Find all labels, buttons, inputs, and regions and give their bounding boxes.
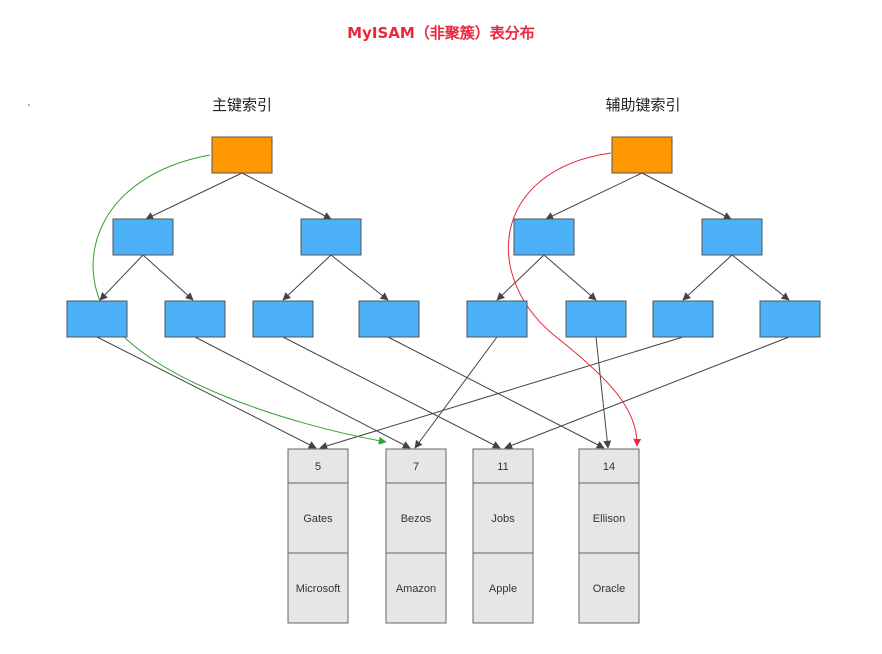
secondary-search-path (507, 152, 642, 447)
primary-index-label: 主键索引 (212, 96, 272, 114)
record-company: Microsoft (296, 583, 341, 595)
edge (682, 254, 733, 301)
record-id: 14 (603, 461, 615, 473)
record-id-cell (472, 448, 534, 484)
record-company: Apple (489, 583, 517, 595)
primary-leaf-node (164, 300, 226, 338)
primary-root-node (211, 136, 273, 174)
secondary-leaf-node (652, 300, 714, 338)
record-1: 7 Bezos Amazon (385, 448, 447, 624)
secondary-leaf-node (759, 300, 821, 338)
record-3: 14 Ellison Oracle (578, 448, 640, 624)
record-id: 7 (413, 461, 419, 473)
edge (496, 254, 545, 301)
edge (387, 336, 605, 449)
edge (731, 254, 790, 301)
leaf-record-edges (96, 336, 790, 450)
record-id: 11 (497, 461, 508, 473)
record-company-cell (287, 552, 349, 624)
primary-internal-node (112, 218, 174, 256)
primary-leaf-node (252, 300, 314, 338)
secondary-leaf-node (466, 300, 528, 338)
record-name: Jobs (491, 513, 515, 525)
edge (641, 172, 732, 220)
diagram-title: MyISAM（非聚簇）表分布 (347, 24, 535, 42)
edge (282, 254, 332, 301)
edge (414, 336, 498, 449)
record-id-cell (287, 448, 349, 484)
record-0: 5 Gates Microsoft (287, 448, 349, 624)
edge (241, 172, 332, 220)
stray-dot (28, 104, 30, 106)
secondary-tree-edges (496, 172, 790, 301)
edge (194, 336, 411, 449)
record-company-cell (578, 552, 640, 624)
secondary-internal-node (513, 218, 575, 256)
record-name-cell (472, 482, 534, 554)
record-id: 5 (315, 461, 321, 473)
edge (330, 254, 389, 301)
record-name: Gates (303, 513, 333, 525)
record-company-cell (385, 552, 447, 624)
primary-internal-node (300, 218, 362, 256)
record-2: 11 Jobs Apple (472, 448, 534, 624)
record-name-cell (287, 482, 349, 554)
record-name: Ellison (593, 513, 625, 525)
edge (543, 254, 597, 301)
edge (142, 254, 194, 301)
edge (595, 336, 612, 449)
secondary-index-label: 辅助键索引 (605, 96, 680, 114)
record-id-cell (578, 448, 640, 484)
edge (504, 336, 790, 450)
record-name-cell (578, 482, 640, 554)
edge (99, 254, 144, 301)
record-id-cell (385, 448, 447, 484)
record-name: Bezos (401, 513, 432, 525)
primary-tree-edges (99, 172, 389, 301)
record-company-cell (472, 552, 534, 624)
record-company: Oracle (593, 583, 625, 595)
primary-search-path (92, 154, 387, 445)
edge (282, 336, 501, 449)
edge (96, 336, 317, 449)
record-company: Amazon (396, 583, 436, 595)
secondary-internal-node (701, 218, 763, 256)
edge (319, 336, 684, 450)
edge (545, 172, 643, 220)
edge (145, 172, 243, 220)
primary-leaf-node (66, 300, 128, 338)
secondary-root-node (611, 136, 673, 174)
leaf-nodes (66, 300, 821, 338)
primary-leaf-node (358, 300, 420, 338)
secondary-leaf-node (565, 300, 627, 338)
level2-nodes (112, 218, 763, 256)
